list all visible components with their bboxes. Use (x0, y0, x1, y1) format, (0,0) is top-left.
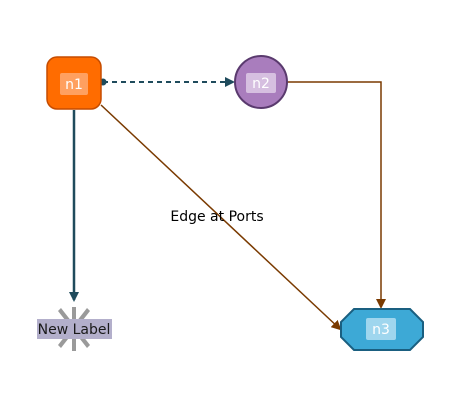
node-label-bg (366, 318, 396, 340)
node-label: n1 (65, 77, 83, 93)
edge-n2-n3[interactable] (287, 81, 386, 309)
node-label-bg (246, 73, 276, 93)
node-label-bg (37, 319, 112, 339)
node-label: New Label (38, 322, 111, 338)
node-label-bg (60, 73, 88, 95)
edge-n1-n3[interactable] (100, 104, 342, 331)
edge-n1-n2[interactable] (99, 77, 235, 87)
edge-label: Edge at Ports (170, 209, 263, 225)
node-label: n3 (372, 322, 390, 338)
node-n2[interactable]: n2 (234, 55, 288, 109)
node-label: n2 (252, 76, 270, 92)
node-n3[interactable]: n3 (340, 308, 424, 351)
node-new-label[interactable]: New Label (37, 307, 112, 351)
node-n1[interactable]: n1 (46, 56, 102, 110)
